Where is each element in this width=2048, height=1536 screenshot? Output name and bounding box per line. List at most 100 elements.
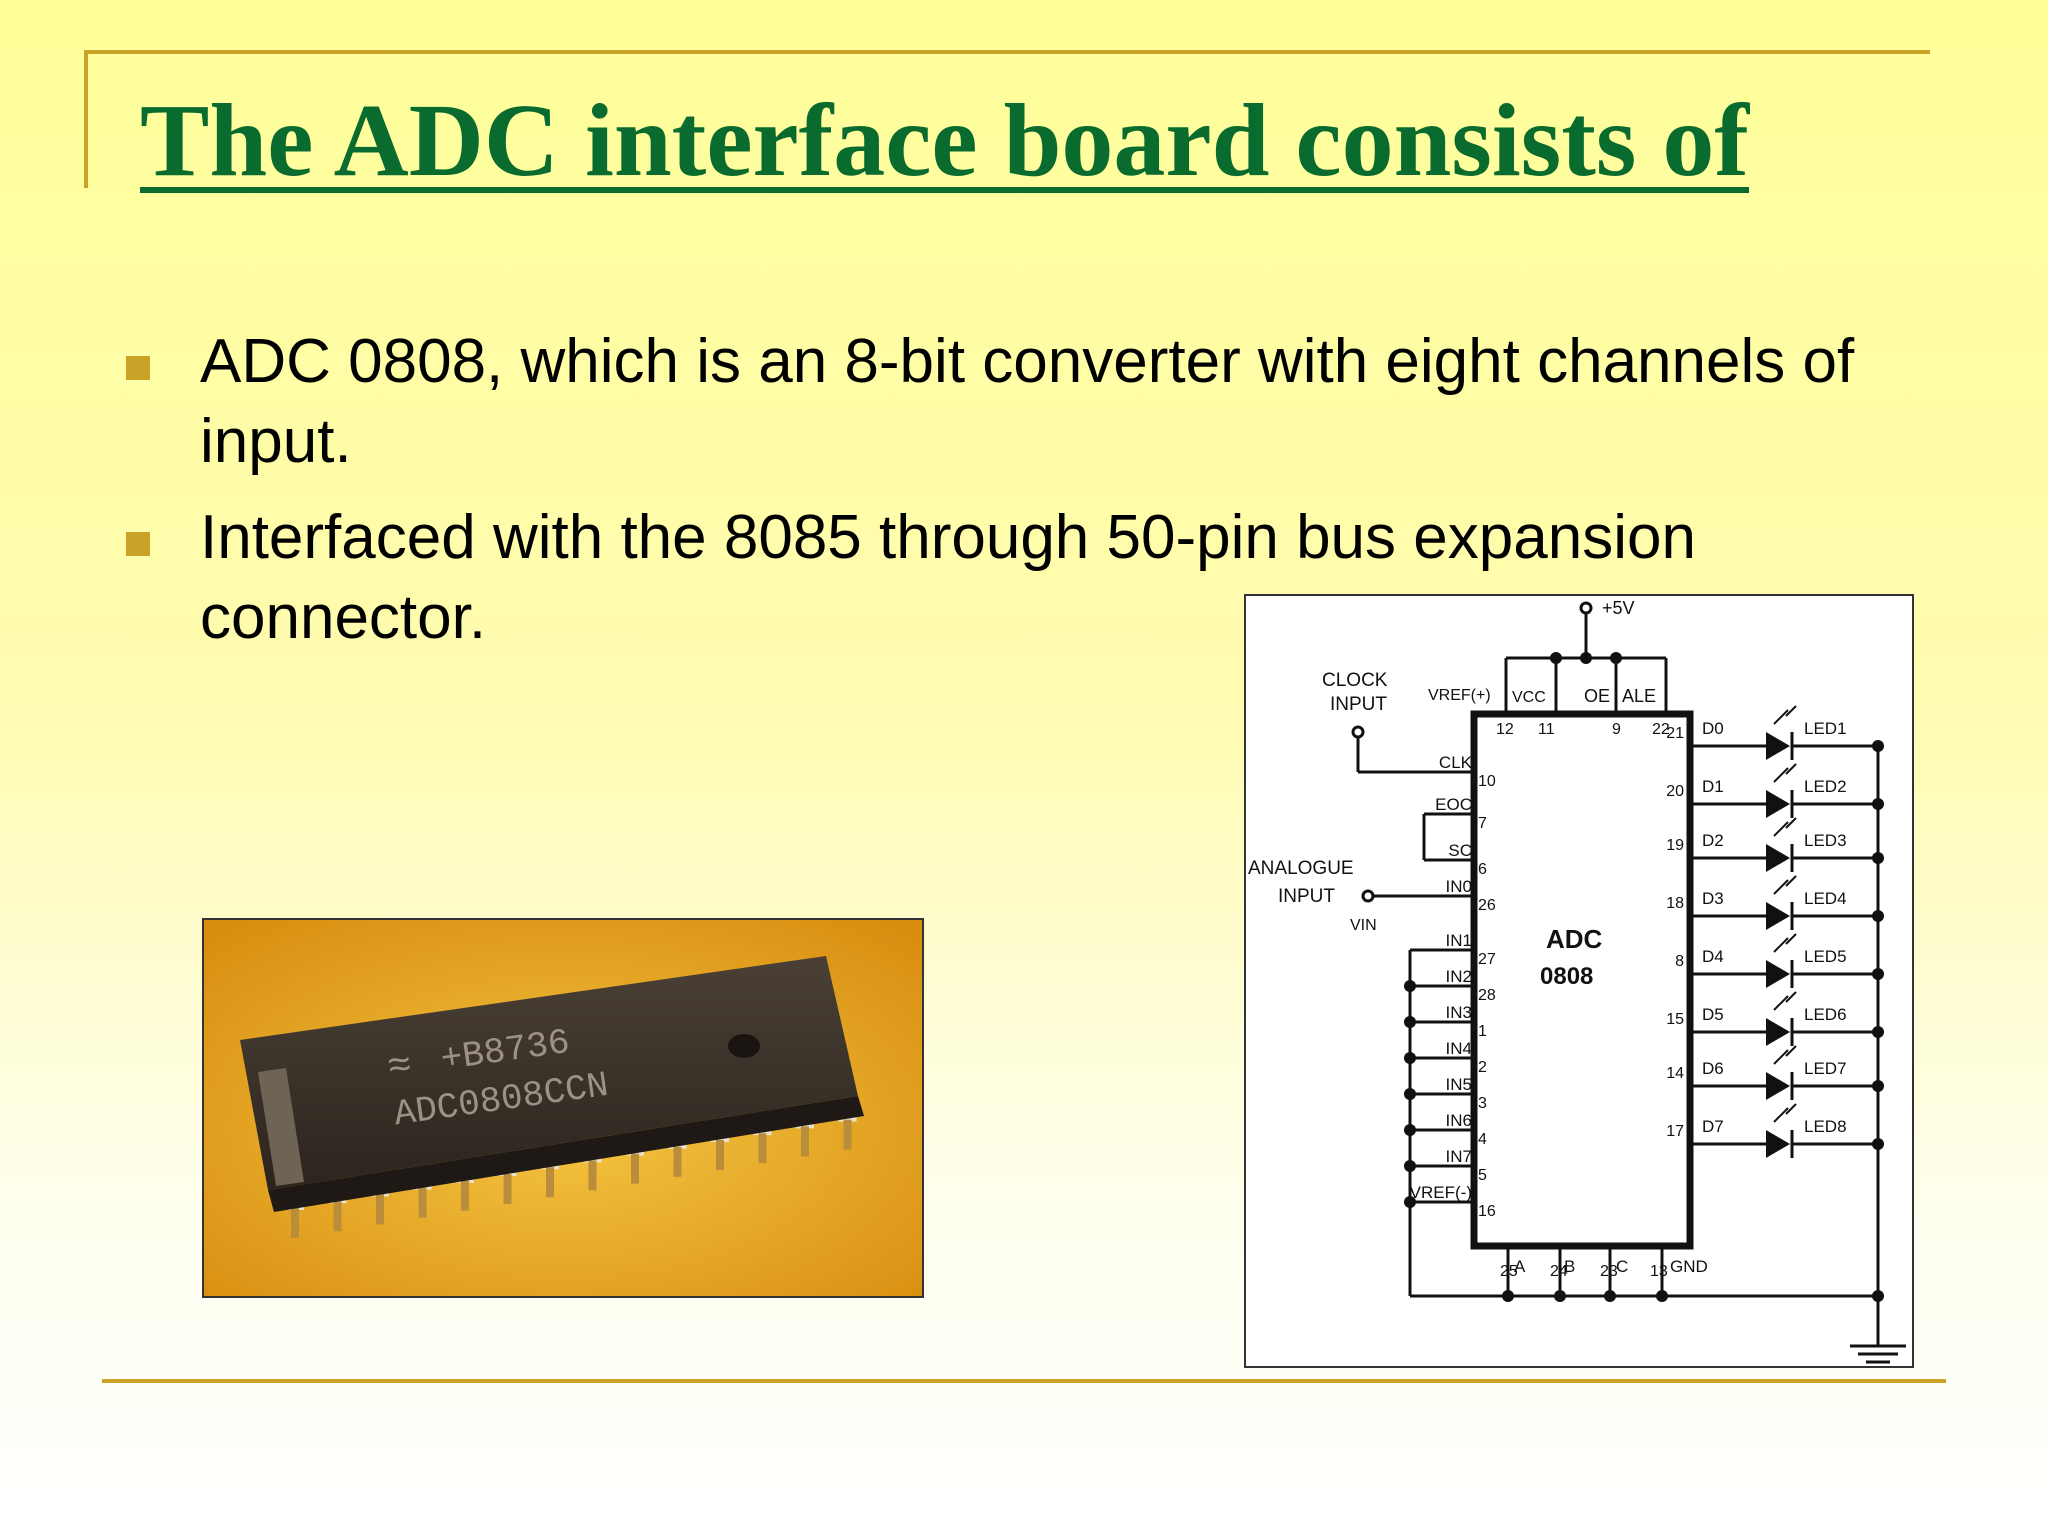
pin-num-22: 22 bbox=[1652, 721, 1670, 738]
pin-label-c: C bbox=[1616, 1257, 1628, 1276]
led-emission-icon bbox=[1773, 705, 1797, 725]
led-label: LED1 bbox=[1804, 719, 1847, 738]
pin-num-23: 23 bbox=[1600, 1263, 1618, 1280]
data-pin-label: D3 bbox=[1702, 889, 1724, 908]
led-diode-icon bbox=[1766, 902, 1790, 930]
pin-label-a: A bbox=[1514, 1257, 1526, 1276]
pin-label-vcc: VCC bbox=[1512, 689, 1546, 706]
vin-label: VIN bbox=[1350, 917, 1377, 934]
pin-num-13: 13 bbox=[1650, 1263, 1668, 1280]
pin-label: IN2 bbox=[1446, 967, 1472, 986]
led-diode-icon bbox=[1766, 844, 1790, 872]
bullet-square-icon bbox=[126, 356, 150, 380]
pin-number: 4 bbox=[1478, 1131, 1487, 1148]
led-label: LED3 bbox=[1804, 831, 1847, 850]
junction-dot bbox=[1872, 1080, 1884, 1092]
pin-number: 8 bbox=[1675, 953, 1684, 970]
clock-input-label-line1: CLOCK bbox=[1322, 670, 1388, 691]
pin-label-ale: ALE bbox=[1622, 686, 1656, 706]
led-emission-icon bbox=[1773, 763, 1797, 783]
pin-number: 10 bbox=[1478, 773, 1496, 790]
pin-label: IN0 bbox=[1446, 877, 1472, 896]
pin-number: 5 bbox=[1478, 1167, 1487, 1184]
led-diode-icon bbox=[1766, 1130, 1790, 1158]
led-diode-icon bbox=[1766, 960, 1790, 988]
pin-label: VREF(-) bbox=[1410, 1183, 1472, 1202]
chip-pin-leg bbox=[716, 1140, 724, 1170]
led-label: LED8 bbox=[1804, 1117, 1847, 1136]
slide-title: The ADC interface board consists of bbox=[140, 83, 1750, 198]
bullet-item: ADC 0808, which is an 8-bit converter wi… bbox=[126, 322, 1906, 482]
bullet-text: Interfaced with the 8085 through 50-pin … bbox=[200, 503, 1696, 652]
pin-num-25: 25 bbox=[1500, 1263, 1518, 1280]
led-emission-icon bbox=[1773, 817, 1797, 837]
data-pin-label: D6 bbox=[1702, 1059, 1724, 1078]
chip-pin-leg bbox=[333, 1201, 342, 1232]
chip-pin-leg bbox=[291, 1208, 299, 1238]
junction-dot bbox=[1872, 1138, 1884, 1150]
led-emission-icon bbox=[1773, 933, 1797, 953]
pin-number: 17 bbox=[1666, 1123, 1684, 1140]
data-pin-label: D1 bbox=[1702, 777, 1724, 796]
pin-number: 3 bbox=[1478, 1095, 1487, 1112]
junction-dot bbox=[1872, 968, 1884, 980]
led-label: LED2 bbox=[1804, 777, 1847, 796]
chip-pin-leg bbox=[418, 1187, 427, 1218]
bullet-text: ADC 0808, which is an 8-bit converter wi… bbox=[200, 327, 1855, 476]
pin-label-gnd: GND bbox=[1670, 1257, 1708, 1276]
junction-dot bbox=[1872, 852, 1884, 864]
pin-num-12: 12 bbox=[1496, 721, 1514, 738]
data-pin-label: D0 bbox=[1702, 719, 1724, 738]
led-emission-icon bbox=[1773, 991, 1797, 1011]
pin-num-11: 11 bbox=[1538, 721, 1555, 738]
analogue-input-label-line1: ANALOGUE bbox=[1248, 858, 1354, 879]
pin-number: 2 bbox=[1478, 1059, 1487, 1076]
pin-number: 28 bbox=[1478, 987, 1496, 1004]
pin-label: EOC bbox=[1435, 795, 1472, 814]
adc-schematic-diagram: +5V CLOCK INPUT ANALOGUE INPUT VIN ADC 0… bbox=[1244, 594, 1914, 1368]
led-label: LED6 bbox=[1804, 1005, 1847, 1024]
frame-top-rule bbox=[86, 50, 1930, 54]
pin-num-24: 24 bbox=[1550, 1263, 1568, 1280]
pin-number: 26 bbox=[1478, 897, 1496, 914]
led-emission-icon bbox=[1773, 1045, 1797, 1065]
led-diode-icon bbox=[1766, 1018, 1790, 1046]
pin-number: 14 bbox=[1666, 1065, 1684, 1082]
frame-left-rule bbox=[84, 50, 88, 188]
pin-label: IN4 bbox=[1446, 1039, 1472, 1058]
led-diode-icon bbox=[1766, 1072, 1790, 1100]
junction-dot bbox=[1872, 740, 1884, 752]
pin-label: IN6 bbox=[1446, 1111, 1472, 1130]
chip-photo-illustration: ≈ +B8736 ADC0808CCN bbox=[204, 920, 922, 1296]
pin-label: IN3 bbox=[1446, 1003, 1472, 1022]
chip-name-line1: ADC bbox=[1546, 924, 1603, 954]
junction-dot bbox=[1872, 1026, 1884, 1038]
led-emission-icon bbox=[1773, 875, 1797, 895]
chip-pin-leg bbox=[588, 1160, 597, 1191]
junction-dot bbox=[1872, 910, 1884, 922]
led-label: LED7 bbox=[1804, 1059, 1847, 1078]
data-pin-label: D5 bbox=[1702, 1005, 1724, 1024]
chip-pin-leg bbox=[758, 1133, 767, 1164]
bullet-list: ADC 0808, which is an 8-bit converter wi… bbox=[126, 322, 1906, 674]
chip-pin-leg bbox=[843, 1119, 852, 1150]
pin-number: 18 bbox=[1666, 895, 1684, 912]
chip-pin-leg bbox=[801, 1126, 809, 1157]
chip-pin-leg bbox=[673, 1146, 682, 1177]
supply-label: +5V bbox=[1602, 598, 1635, 618]
chip-pin-leg bbox=[503, 1174, 512, 1204]
data-pin-label: D2 bbox=[1702, 831, 1724, 850]
pin-number: 27 bbox=[1478, 951, 1496, 968]
pin-label-vref-plus: VREF(+) bbox=[1428, 687, 1491, 704]
pin-label: CLK bbox=[1439, 753, 1473, 772]
schematic-svg: +5V CLOCK INPUT ANALOGUE INPUT VIN ADC 0… bbox=[1248, 598, 1906, 1364]
pin-label-b: B bbox=[1564, 1257, 1575, 1276]
pin-number: 7 bbox=[1478, 815, 1487, 832]
data-pin-label: D4 bbox=[1702, 947, 1724, 966]
led-emission-icon bbox=[1773, 1103, 1797, 1123]
pin-number: 15 bbox=[1666, 1011, 1684, 1028]
pin-number: 19 bbox=[1666, 837, 1684, 854]
analogue-input-label-line2: INPUT bbox=[1278, 886, 1335, 907]
pin-number: 1 bbox=[1478, 1023, 1487, 1040]
clock-input-label-line2: INPUT bbox=[1330, 694, 1387, 715]
